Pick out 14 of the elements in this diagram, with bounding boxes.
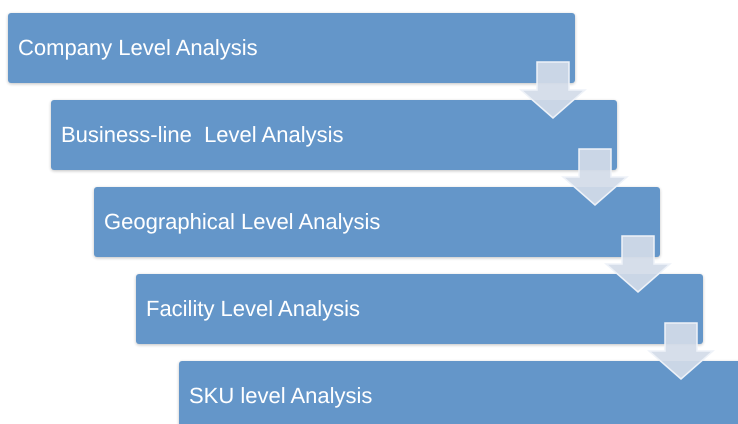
box-label: Facility Level Analysis — [146, 296, 360, 322]
block-arrow — [647, 322, 715, 380]
process-box — [8, 13, 575, 83]
process-box — [51, 100, 617, 170]
box-label: Geographical Level Analysis — [104, 209, 380, 235]
process-box — [179, 361, 738, 424]
box-label: Company Level Analysis — [18, 35, 258, 61]
block-arrow — [519, 61, 587, 119]
process-box — [94, 187, 660, 257]
box-label: Business-line Level Analysis — [61, 122, 344, 148]
box-label: SKU level Analysis — [189, 383, 372, 409]
process-box — [136, 274, 703, 344]
block-arrow — [561, 148, 629, 206]
block-arrow — [604, 235, 672, 293]
